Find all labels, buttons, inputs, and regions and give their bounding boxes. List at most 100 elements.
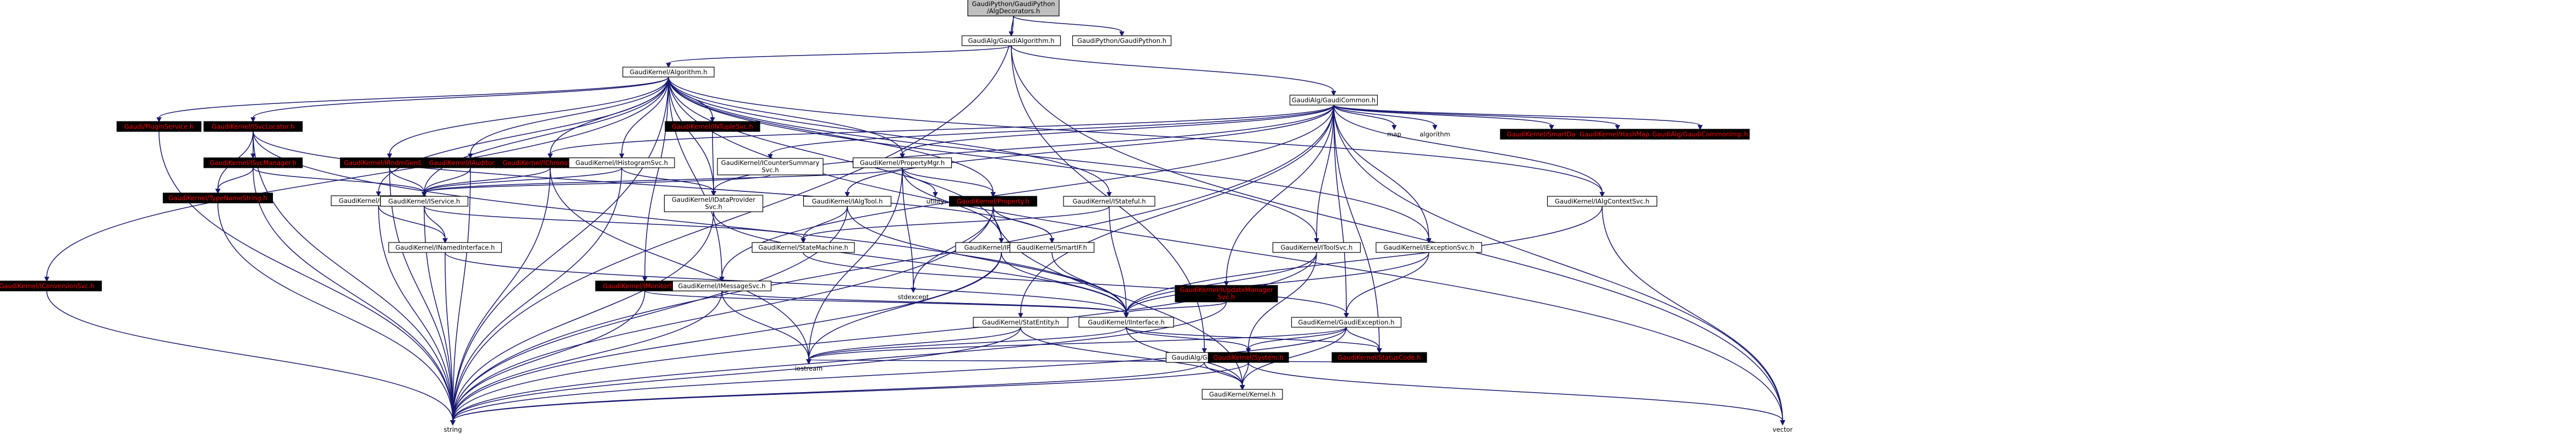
edge-arrowhead <box>710 117 715 123</box>
edge-algpy-to-vector <box>1011 45 1783 421</box>
node-gaudikernel-ialgcontextsvc-h[interactable]: GaudiKernel/IAlgContextSvc.h <box>1547 196 1658 207</box>
edge-irndm-to-string <box>389 167 453 421</box>
edge-statuscode-to-iostream <box>808 359 1380 363</box>
edge-gexception-to-statuscode <box>1346 327 1380 349</box>
edge-iexcsvc-to-gexception <box>1346 252 1429 314</box>
node-gaudikernel-statemachine-h[interactable]: GaudiKernel/StateMachine.h <box>752 242 855 253</box>
edge-arrowhead <box>44 277 50 282</box>
header-nodes: GaudiPython/GaudiPython/AlgDecorators.hG… <box>0 0 1793 433</box>
edge-arrowhead <box>801 238 806 244</box>
edge-iservice-to-statemachine <box>424 206 804 239</box>
node-gaudikernel-iservice-h[interactable]: GaudiKernel/IService.h <box>380 196 469 207</box>
edge-gcommon-to-ichrono <box>550 104 1334 155</box>
node-box <box>664 195 764 212</box>
edge-gcommon-to-vector <box>1333 104 1783 421</box>
node-gaudikernel-algorithm-h[interactable]: GaudiKernel/Algorithm.h <box>622 67 715 78</box>
edge-ialgctx-to-vector <box>1602 206 1783 421</box>
edge-plugin-to-string <box>158 131 453 421</box>
node-label: GaudiKernel/IExceptionSvc.h <box>1383 244 1474 251</box>
edge-gcommon-to-icounter <box>770 104 1334 155</box>
node-gaudikernel-statentity-h[interactable]: GaudiKernel/StatEntity.h <box>973 317 1068 328</box>
edge-propmgr-to-utility <box>902 167 936 193</box>
node-label: GaudiKernel/IToolSvc.h <box>1281 244 1353 251</box>
node-gaudikernel-iexceptionsvc-h[interactable]: GaudiKernel/IExceptionSvc.h <box>1375 242 1482 253</box>
node-box <box>1072 35 1172 46</box>
node-gaudialg-gaudialgorithm-h[interactable]: GaudiAlg/GaudiAlgorithm.h <box>961 35 1061 46</box>
edge-itoolsvc-to-iinterface <box>1126 252 1317 314</box>
node-label: GaudiKernel/IConversionSvc.h <box>0 282 94 290</box>
edge-arrowhead <box>806 359 812 365</box>
node-gaudikernel-imonitorsvc-h[interactable]: GaudiKernel/IMonitorSvc.h <box>595 280 695 291</box>
edge-algo-to-vector <box>668 76 1783 421</box>
edge-iservice-to-string <box>424 206 453 421</box>
node-gaudikernel-smartif-h[interactable]: GaudiKernel/SmartIF.h <box>1009 242 1095 253</box>
node-gaudikernel-property-h[interactable]: GaudiKernel/Property.h <box>949 196 1038 207</box>
node-gaudikernel-imessagesvc-h[interactable]: GaudiKernel/IMessageSvc.h <box>672 280 772 291</box>
edge-irndm-to-iservice <box>389 167 425 193</box>
node-gaudikernel-iconversionsvc-h[interactable]: GaudiKernel/IConversionSvc.h <box>0 280 102 291</box>
edge-arrowhead <box>845 192 850 197</box>
edge-arrowhead <box>250 117 256 123</box>
edge-typename-to-string <box>217 202 453 421</box>
edge-gcommon-to-gcommonimp <box>1333 104 1701 126</box>
node-gaudikernel-isvcmanager-h[interactable]: GaudiKernel/ISvcManager.h <box>203 157 303 168</box>
edge-stateentity-to-kernel <box>1020 327 1243 386</box>
edge-arrowhead <box>1119 31 1125 37</box>
edge-gaudialg-to-kernel <box>1204 362 1243 386</box>
edge-arrowhead <box>1344 313 1349 318</box>
node-label: GaudiKernel/INamedInterface.h <box>396 244 495 251</box>
node-box <box>162 192 273 203</box>
node-gaudikernel-iauditorsvc-h[interactable]: GaudiKernel/IAuditorSvc.h <box>420 157 520 168</box>
edge-algpy-to-gcommon <box>1011 45 1334 92</box>
edge-iproperty-to-string <box>452 252 1002 421</box>
edge-arrowhead <box>1780 420 1785 426</box>
node-gaudikernel-typenamestring-h[interactable]: GaudiKernel/TypeNameString.h <box>162 192 273 203</box>
node-gaudialg-gaudicommonimp-h[interactable]: GaudiAlg/GaudiCommonImp.h <box>1650 129 1750 140</box>
node-gaudikernel-ihistogramsvc-h[interactable]: GaudiKernel/IHistogramSvc.h <box>568 157 675 168</box>
node-gaudikernel-iinterface-h[interactable]: GaudiKernel/IInterface.h <box>1078 317 1174 328</box>
node-box <box>1291 317 1402 328</box>
node-gaudikernel-hashmap-h[interactable]: GaudiKernel/HashMap.h <box>1575 129 1660 140</box>
edge-gcommon-to-map <box>1333 104 1395 126</box>
edge-property-to-kernel <box>993 206 1243 386</box>
edge-algo-to-imonitor <box>644 76 669 278</box>
node-label: stdexcept <box>898 293 929 301</box>
edge-ksystem-to-string <box>452 362 1249 421</box>
node-iostream: iostream <box>795 365 823 372</box>
edge-gcommon-to-hashmap <box>1333 104 1618 126</box>
node-label: GaudiKernel/SmartDataPtr.h <box>1507 130 1596 138</box>
node-gaudikernel-gaudiexception-h[interactable]: GaudiKernel/GaudiException.h <box>1291 317 1402 328</box>
node-gaudikernel-kernel-h[interactable]: GaudiKernel/Kernel.h <box>1202 389 1283 400</box>
node-gaudikernel-isvclocator-h[interactable]: GaudiKernel/ISvcLocator.h <box>203 121 303 132</box>
edge-isvcloc-to-string <box>253 131 453 421</box>
node-gaudikernel-istateful-h[interactable]: GaudiKernel/IStateful.h <box>1063 196 1155 207</box>
edge-ihisto-to-string <box>452 167 622 421</box>
edge-isvcloc-to-iinterface <box>253 131 1127 314</box>
node-gaudi-pluginservice-h[interactable]: Gaudi/PluginService.h <box>116 121 202 132</box>
node-gaudikernel-itoolsvc-h[interactable]: GaudiKernel/IToolSvc.h <box>1272 242 1361 253</box>
node-gaudialg-gaudicommon-h[interactable]: GaudiAlg/GaudiCommon.h <box>1289 95 1378 106</box>
node-gaudikernel-intuplesvc-h[interactable]: GaudiKernel/INTupleSvc.h <box>665 121 760 132</box>
node-gaudikernel-ialgtool-h[interactable]: GaudiKernel/IAlgTool.h <box>803 196 892 207</box>
edge-idataprov-to-string <box>452 211 714 421</box>
node-label: GaudiKernel/ISvcManager.h <box>210 159 297 167</box>
edge-inamed-to-string <box>445 252 453 421</box>
node-gaudipython-gaudipython-h[interactable]: GaudiPython/GaudiPython.h <box>1072 35 1172 46</box>
node-box <box>1547 196 1658 207</box>
node-label: map <box>1387 130 1401 138</box>
edge-ialgtool-to-iinterface <box>847 206 1127 314</box>
edge-idataprov-to-iinterface <box>713 211 1127 314</box>
edge-arrowhead <box>1697 125 1703 130</box>
edge-propmgr-to-property <box>902 167 994 193</box>
node-box <box>1272 242 1361 253</box>
node-gaudikernel-system-h[interactable]: GaudiKernel/System.h <box>1208 352 1289 363</box>
edge-arrowhead <box>1049 238 1055 244</box>
node-gaudikernel-propertymgr-h[interactable]: GaudiKernel/PropertyMgr.h <box>852 157 952 168</box>
edge-algo-to-iservice <box>424 76 669 193</box>
node-gaudikernel-statuscode-h[interactable]: GaudiKernel/StatusCode.h <box>1331 352 1427 363</box>
node-gaudipython-gaudipython-algdecorators-h[interactable]: GaudiPython/GaudiPython/AlgDecorators.h <box>967 0 1060 16</box>
node-gaudikernel-inamedinterface-h[interactable]: GaudiKernel/INamedInterface.h <box>388 242 502 253</box>
